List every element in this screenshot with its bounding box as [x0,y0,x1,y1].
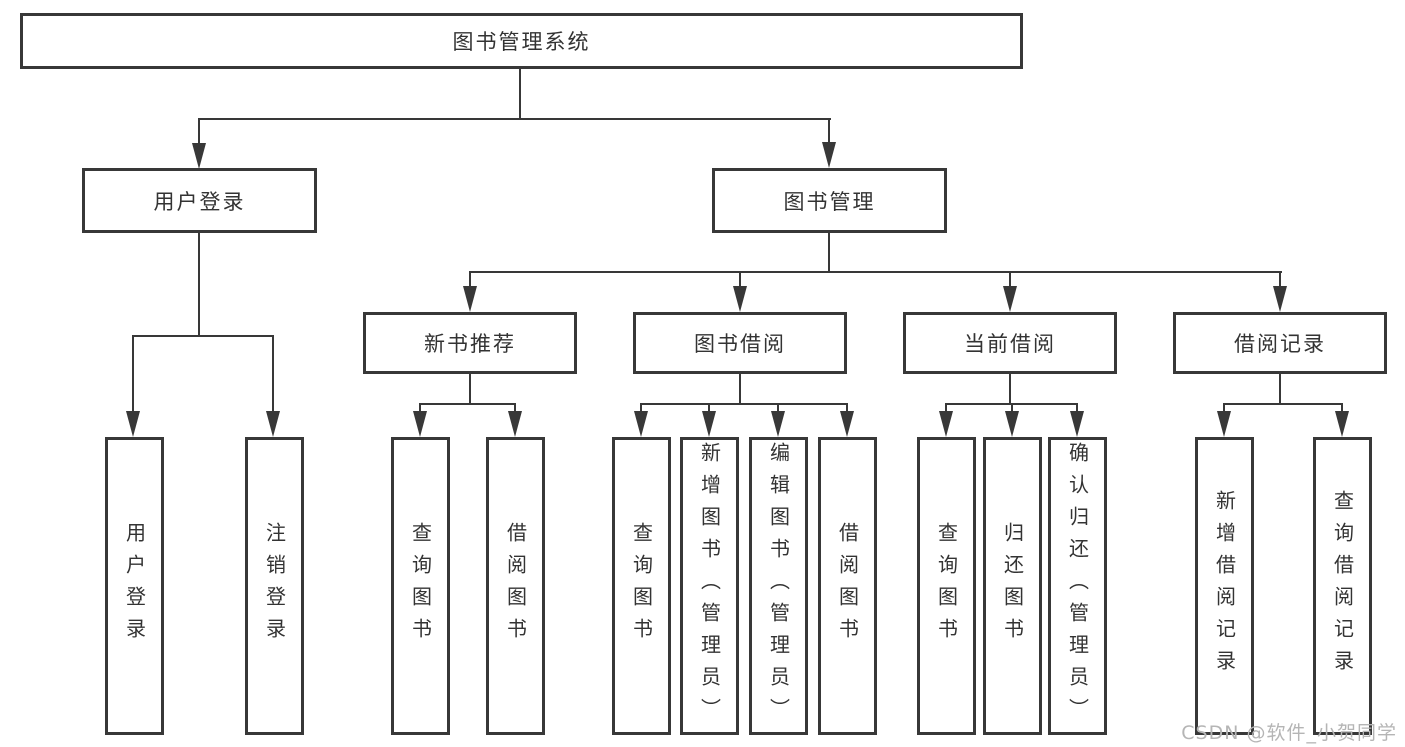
leaf-logout: 注销登录 [245,437,304,735]
arrow-head-icon [1070,411,1084,437]
node-user-login: 用户登录 [82,168,317,233]
leaf-borrow-borrow-books: 借阅图书 [818,437,877,735]
leaf-logout-label: 注销登录 [262,522,287,650]
leaf-recommend-borrow-books: 借阅图书 [486,437,545,735]
arrow-head-icon [771,411,785,437]
arrow-head-icon [463,286,477,312]
arrow-head-icon [702,411,716,437]
leaf-borrow-borrow-books-label: 借阅图书 [835,522,860,650]
node-book-management: 图书管理 [712,168,947,233]
node-borrow-records-label: 借阅记录 [1234,332,1326,356]
connector-line [419,403,516,405]
leaf-borrow-query-books-label: 查询图书 [629,522,654,650]
arrow-head-icon [266,411,280,437]
node-current-borrow-label: 当前借阅 [964,332,1056,356]
leaf-current-confirm-return-admin: 确认归还（管理员） [1048,437,1107,735]
leaf-user-login: 用户登录 [105,437,164,735]
arrow-head-icon [126,411,140,437]
leaf-current-confirm-return-admin-label: 确认归还（管理员） [1065,442,1090,730]
arrow-head-icon [1005,411,1019,437]
arrow-head-icon [1003,286,1017,312]
connector-line [1223,403,1343,405]
node-new-book-recommend: 新书推荐 [363,312,577,374]
node-book-borrow: 图书借阅 [633,312,847,374]
node-borrow-records: 借阅记录 [1173,312,1387,374]
connector-line [198,118,831,120]
leaf-records-query-record: 查询借阅记录 [1313,437,1372,735]
arrow-head-icon [1217,411,1231,437]
connector-line [828,233,830,273]
node-user-login-label: 用户登录 [153,189,246,214]
connector-line [1279,374,1281,405]
connector-line [469,271,471,293]
leaf-borrow-add-books-admin: 新增图书（管理员） [680,437,739,735]
arrow-head-icon [508,411,522,437]
arrow-head-icon [733,286,747,312]
arrow-head-icon [939,411,953,437]
connector-line [739,271,741,293]
arrow-head-icon [840,411,854,437]
leaf-current-query-books: 查询图书 [917,437,976,735]
connector-line [132,335,134,417]
node-current-borrow: 当前借阅 [903,312,1117,374]
leaf-records-add-record: 新增借阅记录 [1195,437,1254,735]
node-root: 图书管理系统 [20,13,1023,69]
leaf-borrow-add-books-admin-label: 新增图书（管理员） [697,442,722,730]
connector-line [640,403,848,405]
node-book-borrow-label: 图书借阅 [694,332,786,356]
leaf-recommend-query-books-label: 查询图书 [408,522,433,650]
connector-line [1279,271,1281,293]
arrow-head-icon [822,142,836,168]
arrow-head-icon [413,411,427,437]
connector-line [469,374,471,405]
leaf-current-return-books: 归还图书 [983,437,1042,735]
leaf-recommend-query-books: 查询图书 [391,437,450,735]
connector-line [132,335,274,337]
connector-line [1009,374,1011,405]
arrow-head-icon [192,143,206,169]
node-new-book-recommend-label: 新书推荐 [424,332,516,356]
leaf-records-query-record-label: 查询借阅记录 [1330,490,1355,682]
leaf-user-login-label: 用户登录 [122,522,147,650]
leaf-records-add-record-label: 新增借阅记录 [1212,490,1237,682]
arrow-head-icon [1335,411,1349,437]
watermark: CSDN @软件_小贺同学 [1181,722,1397,744]
connector-line [739,374,741,405]
connector-line [198,118,200,154]
leaf-current-return-books-label: 归还图书 [1000,522,1025,650]
connector-line [198,233,200,337]
node-root-label: 图书管理系统 [452,30,591,54]
connector-line [1009,271,1011,293]
leaf-borrow-edit-books-admin: 编辑图书（管理员） [749,437,808,735]
leaf-current-query-books-label: 查询图书 [934,522,959,650]
leaf-borrow-edit-books-admin-label: 编辑图书（管理员） [766,442,791,730]
leaf-borrow-query-books: 查询图书 [612,437,671,735]
node-book-management-label: 图书管理 [783,189,876,214]
connector-line [828,118,830,154]
leaf-recommend-borrow-books-label: 借阅图书 [503,522,528,650]
arrow-head-icon [634,411,648,437]
connector-line [469,271,1282,273]
connector-line [272,335,274,417]
connector-line [519,68,521,120]
arrow-head-icon [1273,286,1287,312]
